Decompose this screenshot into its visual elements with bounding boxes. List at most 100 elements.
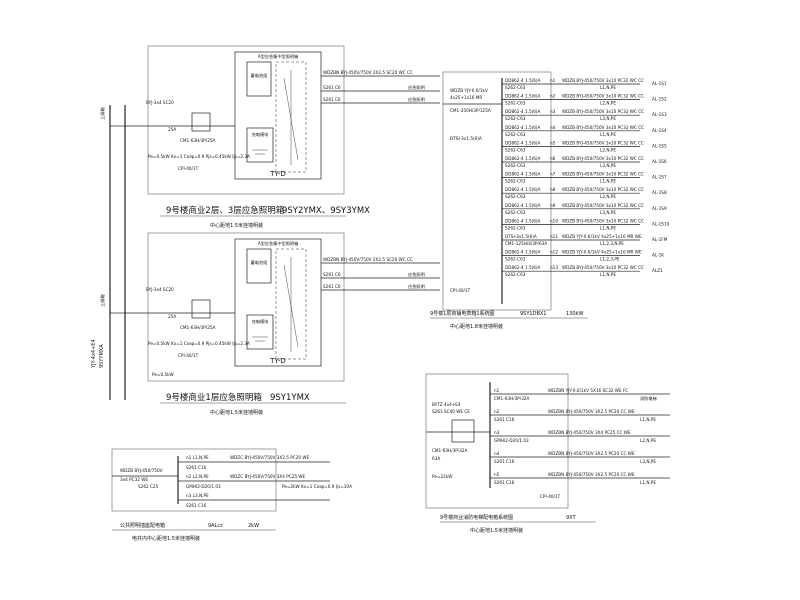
panel-1-out1-dest: 应急照明 <box>408 84 425 91</box>
panel-1-charger <box>246 127 274 163</box>
panel-4-circuit-id: n6 <box>550 156 556 161</box>
panel-3-power: 2kW <box>248 523 259 529</box>
panel-4-circuit-dest: AL-1S2 <box>652 97 667 102</box>
panel-4-circuit-dest: AL-1S7 <box>652 175 667 180</box>
panel-5-meter: Pe=22kW <box>432 474 452 479</box>
panel-5-circuit-dest: L1,N,PE <box>640 417 656 422</box>
panel-1-title: 9号楼商业2层、3层应急照明箱 <box>166 205 285 216</box>
panel-3-subtitle: 电井内中心距地1.5米挂墙明装 <box>132 535 200 542</box>
panel-4-circuit-dest: AL-1S10 <box>652 221 670 226</box>
panel-4-circuit-cable: WDZB BYJ-450/750V 3x10 PC32 WC CC <box>562 203 644 208</box>
panel-3-n2: n2 L2,N,PE <box>186 474 209 479</box>
panel-1-spd-label: CPI-40/1T <box>178 166 199 171</box>
panel-4-circuit-phase: L1,2,3,N,PE <box>600 241 624 246</box>
panel-4-in-cable-2: 4x25+1x16 MR <box>450 95 482 100</box>
panel-4-circuit-phase: L2,N,PE <box>600 101 616 106</box>
panel-2-frame <box>147 232 345 382</box>
panel-4-circuit-phase: L2,N,PE <box>600 147 616 152</box>
panel-5-circuit-cable: WDZBN YJY-0.6/1kV 5X16 SC32 WE FC <box>548 388 628 393</box>
panel-4-circuit-meter: DD862-4 1.5(6)A <box>505 94 541 99</box>
panel-2-breaker-1: S261 C6 <box>323 272 341 277</box>
panel-4-circuit-phase: L3,N,PE <box>600 116 616 121</box>
panel-5-current: 63A <box>432 456 440 461</box>
panel-1-out2-dest: 应急照明 <box>408 96 425 103</box>
panel-2-out1-cable: WDZBN BYJ-450V/750V 2X2.5 SC20 WC CC <box>323 257 413 262</box>
panel-5-circuit-cable: WDZBN BYJ-450/750V 3X2.5 PC20 CC WE <box>548 451 635 456</box>
panel-4-circuit-cable: WDZB BYJ-450/750V 3x10 PC32 WC CC <box>562 187 644 192</box>
panel-4-circuit-meter: DTSI-3x1.5(6)A <box>505 234 537 239</box>
panel-4-circuit-cable: WDZB BYJ-450/750V 3x10 PC32 WC CC <box>562 218 644 223</box>
panel-1-current: 25A <box>168 127 176 132</box>
panel-5: BYTZ 4x4+E4 S261 SC40 WE CE CM1-63H/3P/3… <box>425 373 670 534</box>
panel-2-spd <box>191 299 211 319</box>
panel-2-out1-dest: 应急照明 <box>408 271 425 278</box>
panel-2-charger <box>246 314 274 350</box>
panel-4: WDZB YJY-0.6/1kV 4x25+1x16 MR CM1-250H/3… <box>430 71 670 330</box>
panel-1-out1-cable: WDZBN BYJ-450V/750V 2X2.5 SC20 WC CC <box>323 70 413 75</box>
panel-4-circuit-id: n5 <box>550 140 556 145</box>
panel-4-circuit-dest: AL-1S4 <box>652 128 667 133</box>
panel-4-circuit-id: n2 <box>550 94 556 99</box>
panel-1: A型应急集中型照明箱 蓄电池组 充电模块 TY-D WDZBN BYJ-450V… <box>125 45 440 229</box>
source-label-2: 上级箱 <box>99 294 106 307</box>
panel-4-circuit-id: n11 <box>550 234 558 239</box>
panel-4-circuit-id: n9 <box>550 203 556 208</box>
panel-1-charger-label: 充电模块 <box>252 131 270 138</box>
panel-4-circuit-meter: DD862-4 1.5(6)A <box>505 203 541 208</box>
panel-3-title: 公共照明插座配电箱 <box>120 522 165 529</box>
panel-3-out1: WDZC BYJ-450V/750V 3X2.5 PC20 WE <box>230 455 310 460</box>
panel-4-circuit-cable: WDZB YJY-0.6/1kV 4x25+1x16 MR WE <box>562 250 642 255</box>
panel-4-in-cable: WDZB YJY-0.6/1kV <box>450 88 488 93</box>
panel-5-circuit-id: n1 <box>494 388 500 393</box>
panel-4-circuit-dest: AL-1S6 <box>652 159 667 164</box>
panel-1-battery-label: 蓄电池组 <box>251 72 268 79</box>
panel-4-circuit-id: n12 <box>550 250 558 255</box>
panel-5-circuit-dest: L2,N,PE <box>640 438 656 443</box>
panel-3-in-cable-2: 3x4 PC32 WE <box>120 477 148 482</box>
panel-4-circuit-id: n13 <box>550 265 558 270</box>
panel-5-spd-box <box>451 419 475 443</box>
panel-4-circuit-cable: WDZB BYJ-450/750V 3x10 PC32 WC CC <box>562 78 644 83</box>
panel-4-circuit-meter: DD862-4 1.5(6)A <box>505 218 541 223</box>
panel-2-device: TY-D <box>269 357 286 365</box>
panel-1-spd <box>191 112 211 132</box>
panel-4-circuit-cable: WDZB BYJ-450/750V 3x10 PC32 WC CC <box>562 125 644 130</box>
panel-4-circuit-switch: S262-C63 <box>505 257 526 262</box>
panel-2-charger-label: 充电模块 <box>252 318 270 325</box>
panel-4-circuit-dest: AL-1S1 <box>652 81 667 86</box>
panel-3-frame <box>111 448 277 512</box>
panel-4-circuit-switch: CM1-125H/4/3P/63A <box>505 241 547 246</box>
panel-3-b1: S261 C16 <box>186 465 207 470</box>
panel-4-circuit-switch: S262-C63 <box>505 116 526 121</box>
panel-5-circuit-cable: WDZBN BYJ-450/750V 3X2.5 PC20 CC WE <box>548 472 635 477</box>
panel-4-circuit-phase: L2,N,PE <box>600 194 616 199</box>
panel-5-main: CM1-63H/3P/32A <box>432 448 468 453</box>
panel-1-subtitle: 中心距地1.5米挂墙明装 <box>210 222 263 229</box>
panel-5-code: 9XT <box>566 515 577 521</box>
panel-4-circuit-meter: DD862-4 1.5(6)A <box>505 265 541 270</box>
panel-5-spd: CPI-40/1T <box>540 494 561 499</box>
panel-4-title: 9号楼1层商铺电表箱1系统图 <box>430 310 495 317</box>
panel-3-out2: WDZC BYJ-450V/750V 3X4 PC25 WE <box>230 474 306 479</box>
panel-1-battery <box>246 61 272 97</box>
panel-5-circuit-cable: WDZBN BYJ-450/750V 3X4 PC25 CC WE <box>548 430 631 435</box>
panel-2-current: 25A <box>168 314 176 319</box>
panel-4-circuit-dest: AL-1S5 <box>652 143 667 148</box>
panel-1-inner-title: A型应急集中型照明箱 <box>258 53 299 60</box>
panel-5-circuit-dest: 消防电梯 <box>640 395 657 402</box>
panel-3-code: 9ALcz <box>208 523 223 529</box>
panel-4-circuit-id: n4 <box>550 125 556 130</box>
panel-4-circuit-cable: WDZB BYJ-450/750V 3x10 PC32 WC CC <box>562 109 644 114</box>
panel-4-circuit-phase: L1,2,3,PE <box>600 257 620 262</box>
panel-1-main-switch: CM1-63H/3P/25A <box>180 138 216 143</box>
feeder-code-label: 9SYYMXA <box>99 344 105 368</box>
panel-2-inner-title: A型应急集中型照明箱 <box>258 240 299 247</box>
panel-1-frame <box>147 45 345 195</box>
panel-2-title: 9号楼商业1层应急照明箱 <box>166 392 262 403</box>
panel-3-b2: GMHI2-D20/1.03 <box>186 484 221 489</box>
panel-2-breaker-2: S261 C6 <box>323 284 341 289</box>
panel-4-circuit-phase: L1,N,PE <box>600 225 616 230</box>
panel-5-title: 9号楼商业消防电梯配电箱系统图 <box>440 514 513 521</box>
